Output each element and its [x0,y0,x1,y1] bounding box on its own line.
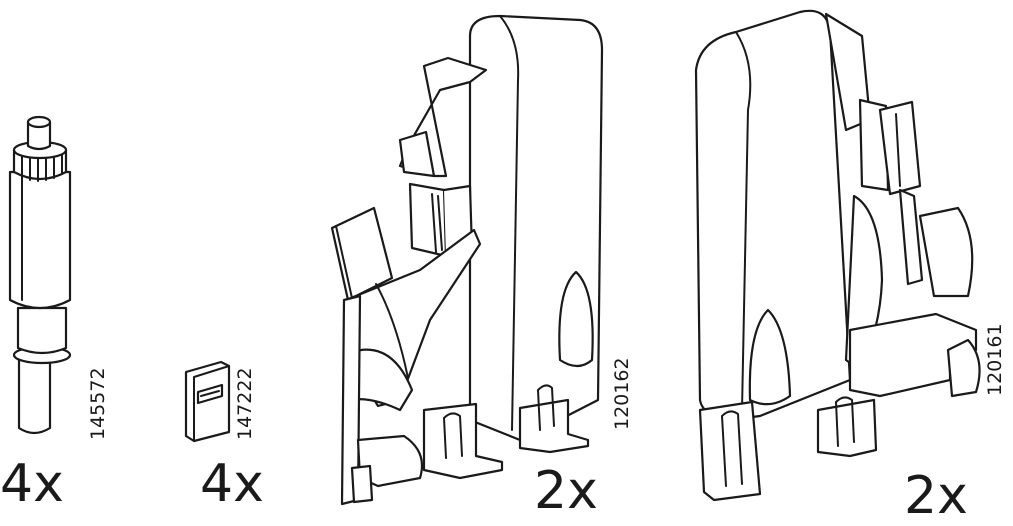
part-quantity: 2x [534,461,598,521]
part-quantity: 4x [200,454,264,514]
part-quantity: 4x [0,454,64,514]
part-quantity: 2x [904,466,968,526]
part-code: 120161 [984,323,1006,396]
